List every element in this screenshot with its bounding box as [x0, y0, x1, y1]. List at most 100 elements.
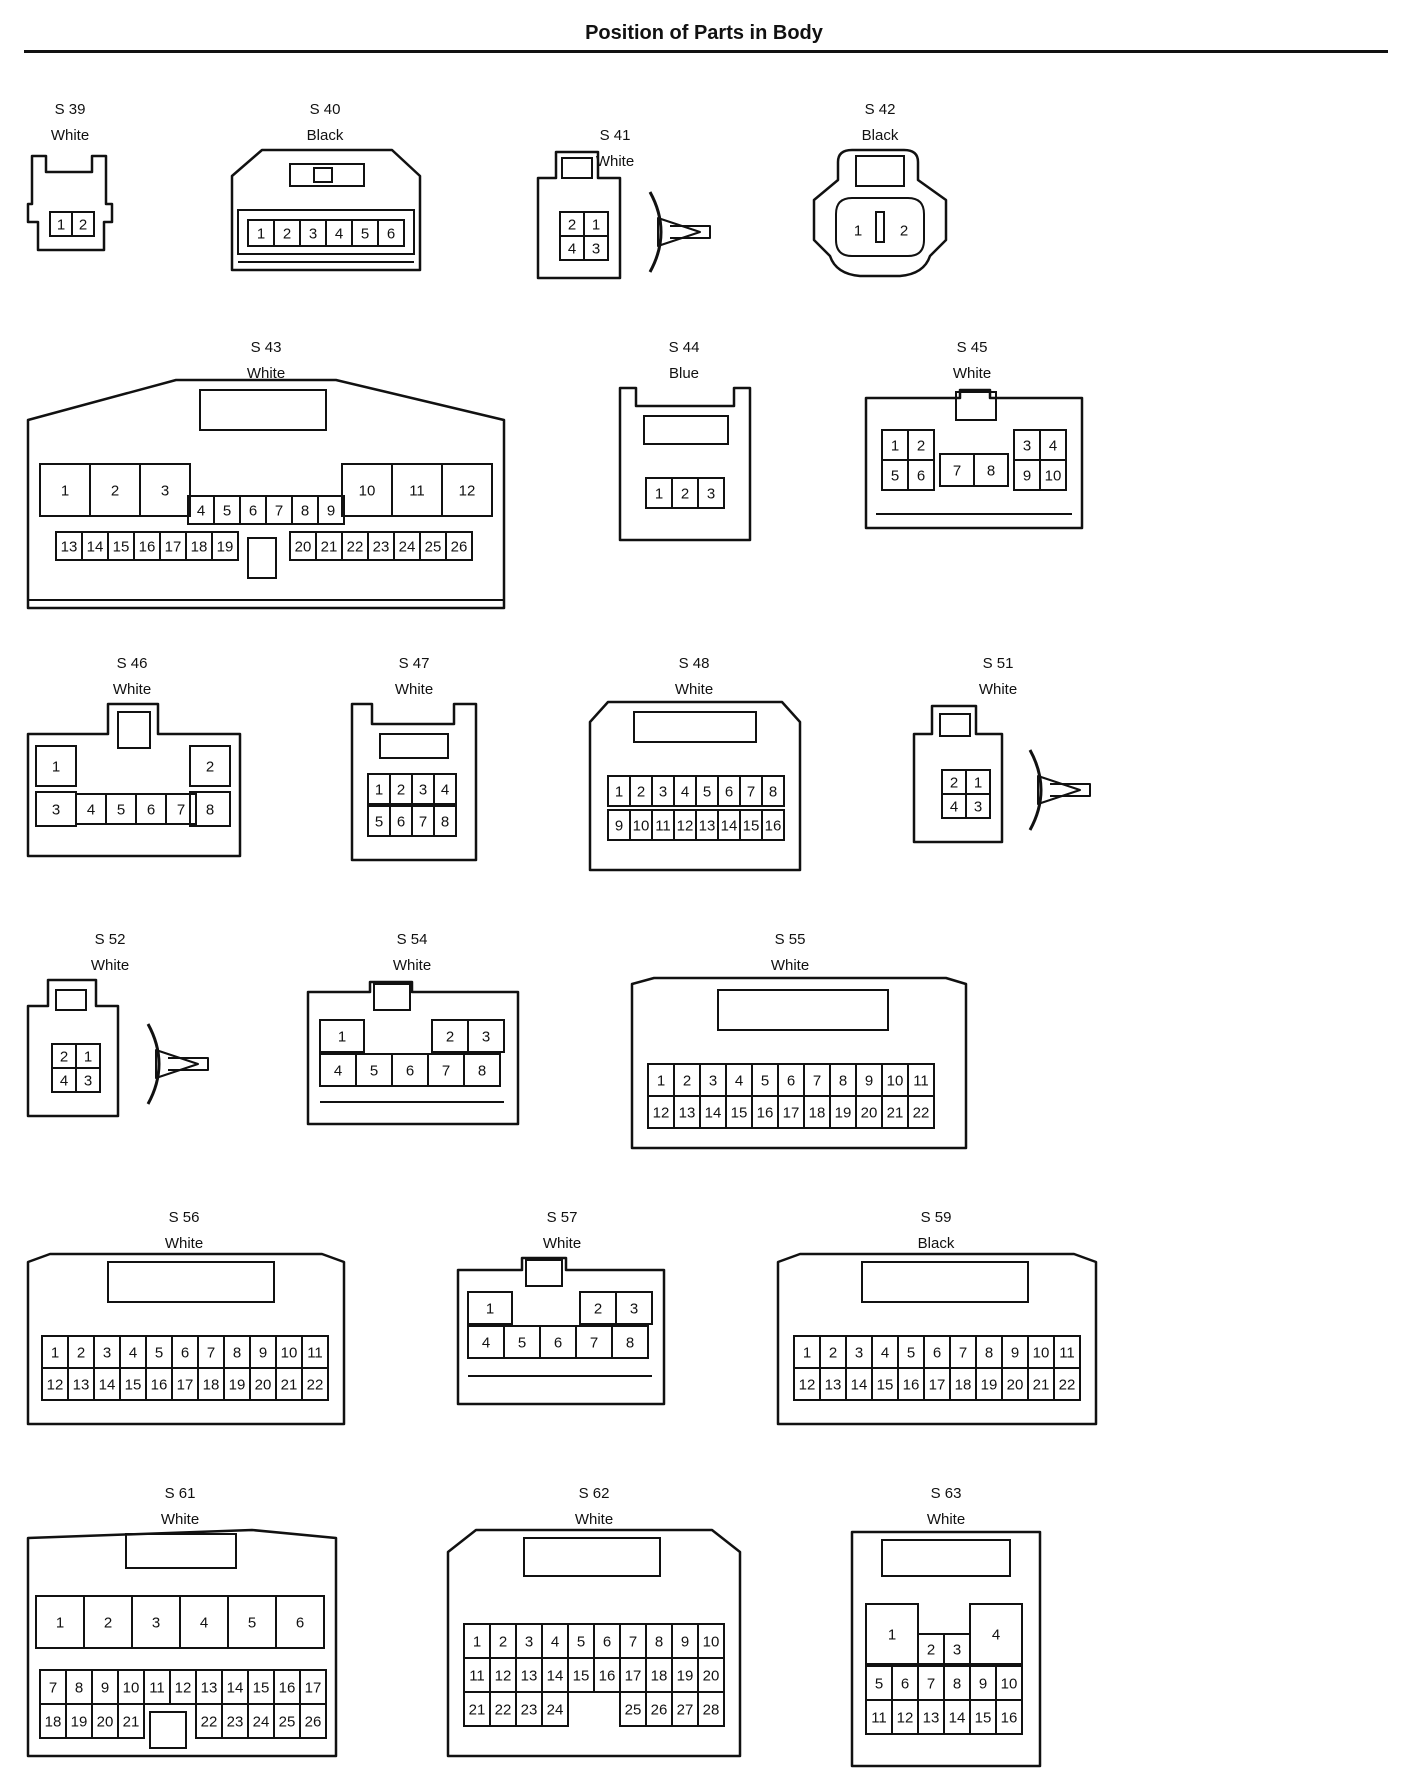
pin-cell: 7	[803, 1063, 831, 1097]
pin-number: 21	[1033, 1377, 1050, 1394]
pin-cell: 5	[897, 1335, 925, 1369]
pin-cell: 14	[845, 1367, 873, 1401]
pin-number: 13	[923, 1710, 940, 1727]
pin-cell: 13	[673, 1095, 701, 1129]
pin-number: 8	[953, 1676, 961, 1693]
connector-color: Black	[862, 127, 899, 144]
connector-color: White	[927, 1511, 965, 1528]
pin-cell: 14	[943, 1699, 971, 1735]
pin-number: 2	[681, 486, 689, 503]
connector-color: White	[771, 957, 809, 974]
pin-number: 20	[703, 1668, 720, 1685]
pin-cell: 15	[871, 1367, 899, 1401]
pin-number: 2	[637, 784, 645, 801]
pin-number: 15	[877, 1377, 894, 1394]
connector-color: Black	[307, 127, 344, 144]
pin-cell: 8	[433, 805, 457, 837]
pin-cell: 7	[165, 793, 197, 825]
pin-number: 1	[486, 1301, 494, 1318]
pin-cell: 24	[247, 1703, 275, 1739]
pin-cell: 22	[341, 531, 369, 561]
pin-cell: 4	[51, 1067, 77, 1093]
pin-number: 9	[1023, 468, 1031, 485]
pin-cell: 23	[515, 1691, 543, 1727]
pin-cell: 23	[367, 531, 395, 561]
pin-cell: 2	[917, 1633, 945, 1665]
pin-cell: 5	[503, 1325, 541, 1359]
connector-id: S 51	[983, 655, 1014, 672]
pin-number: 3	[161, 483, 169, 500]
pin-cell: 1	[645, 477, 673, 509]
pin-number: 22	[201, 1714, 218, 1731]
pin-number: 1	[657, 1073, 665, 1090]
pin-cell: 16	[133, 531, 161, 561]
pin-cell: 5	[865, 1665, 893, 1701]
pin-cell: 15	[567, 1657, 595, 1693]
pin-number: 16	[765, 818, 782, 835]
pin-number: 16	[903, 1377, 920, 1394]
pin-cell: 1	[39, 463, 91, 517]
pin-cell: 15	[739, 809, 763, 841]
pin-cell: 5	[213, 495, 241, 525]
pin-cell: 1	[793, 1335, 821, 1369]
pin-number: 18	[45, 1714, 62, 1731]
pin-cell: 10	[117, 1669, 145, 1705]
pin-cell: 13	[819, 1367, 847, 1401]
pin-cell: 1	[647, 1063, 675, 1097]
pin-number: 20	[1007, 1377, 1024, 1394]
pin-number: 4	[568, 241, 576, 258]
pin-cell: 26	[299, 1703, 327, 1739]
title-divider	[24, 50, 1388, 53]
pin-number: 2	[446, 1029, 454, 1046]
pin-cell: 5	[367, 805, 391, 837]
connector-id: S 54	[397, 931, 428, 948]
pin-cell: 16	[273, 1669, 301, 1705]
pin-number: 24	[399, 539, 416, 556]
pin-number: 4	[881, 1345, 889, 1362]
pin-number: 1	[61, 483, 69, 500]
pin-number: 14	[705, 1105, 722, 1122]
pin-cell: 1	[881, 429, 909, 461]
pin-cell: 6	[135, 793, 167, 825]
pin-cell: 22	[1053, 1367, 1081, 1401]
pin-number: 7	[177, 802, 185, 819]
pin-number: 26	[305, 1714, 322, 1731]
pin-cell: 15	[247, 1669, 275, 1705]
pin-number: 5	[891, 468, 899, 485]
pin-number: 28	[703, 1702, 720, 1719]
pin-cell: 7	[197, 1335, 225, 1369]
pin-number: 4	[335, 226, 343, 243]
pin-cell: 9	[1013, 459, 1041, 491]
pin-number: 14	[851, 1377, 868, 1394]
pin-cell: 6	[923, 1335, 951, 1369]
pin-number: 4	[482, 1335, 490, 1352]
pin-cell: 1	[247, 219, 275, 247]
pin-number: 21	[887, 1105, 904, 1122]
pin-number: 3	[709, 1073, 717, 1090]
pin-number: 7	[590, 1335, 598, 1352]
pin-cell: 4	[319, 1053, 357, 1087]
pin-cell: 27	[671, 1691, 699, 1727]
pin-number: 15	[113, 539, 130, 556]
pin-number: 3	[1023, 438, 1031, 455]
connector-color: White	[161, 1511, 199, 1528]
pin-number: 8	[985, 1345, 993, 1362]
pin-number: 13	[61, 539, 78, 556]
pin-number: 1	[257, 226, 265, 243]
pin-number: 5	[370, 1063, 378, 1080]
pin-number: 7	[953, 463, 961, 480]
pin-number: 21	[321, 539, 338, 556]
pin-cell: 1	[35, 745, 77, 787]
pin-number: 6	[406, 1063, 414, 1080]
pin-number: 7	[442, 1063, 450, 1080]
pin-cell: 10	[697, 1623, 725, 1659]
pin-cell: 2	[489, 1623, 517, 1659]
pin-cell: 22	[907, 1095, 935, 1129]
pin-number: 7	[813, 1073, 821, 1090]
